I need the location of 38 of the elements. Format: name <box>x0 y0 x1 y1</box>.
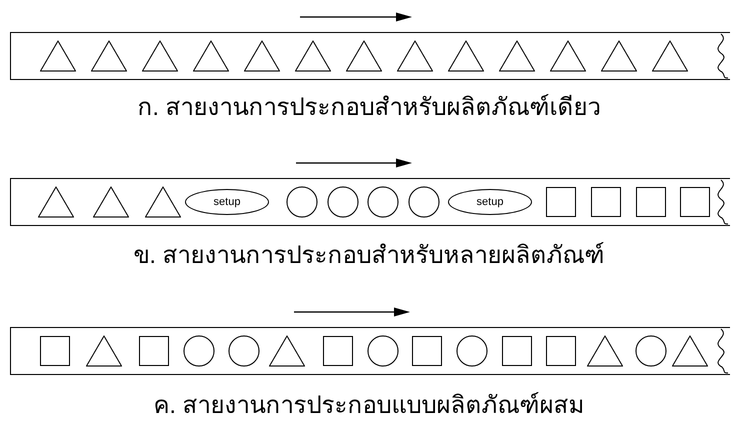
square <box>591 187 621 217</box>
square <box>636 187 666 217</box>
triangle <box>601 40 637 72</box>
square <box>502 336 532 366</box>
belt-label: ค. สายงานการประกอบแบบผลิตภัณฑ์ผสม <box>152 391 586 421</box>
triangle <box>269 336 305 366</box>
conveyor-belt <box>10 178 732 226</box>
triangle <box>652 40 688 72</box>
square <box>680 187 710 217</box>
triangle <box>295 40 331 72</box>
triangle <box>397 40 433 72</box>
triangle <box>193 40 229 72</box>
triangle <box>587 336 623 366</box>
triangle <box>145 186 181 218</box>
triangle <box>86 336 122 366</box>
triangle <box>672 336 708 366</box>
triangle <box>346 40 382 72</box>
triangle <box>91 40 127 72</box>
square <box>323 336 353 366</box>
triangle <box>499 40 535 72</box>
square <box>40 336 70 366</box>
square <box>139 336 169 366</box>
triangle <box>142 40 178 72</box>
triangle <box>93 186 129 218</box>
conveyor-belt <box>10 327 732 375</box>
belt-label: ก. สายงานการประกอบสำหรับผลิตภัณฑ์เดียว <box>136 93 602 123</box>
triangle <box>448 40 484 72</box>
square <box>546 336 576 366</box>
square <box>546 187 576 217</box>
square <box>412 336 442 366</box>
conveyor-belt <box>10 32 732 80</box>
triangle <box>38 186 74 218</box>
triangle <box>40 40 76 72</box>
triangle <box>244 40 280 72</box>
setup-label: setup <box>476 196 504 208</box>
triangle <box>550 40 586 72</box>
belt-label: ข. สายงานการประกอบสำหรับหลายผลิตภัณฑ์ <box>132 241 606 271</box>
setup-label: setup <box>214 196 240 208</box>
